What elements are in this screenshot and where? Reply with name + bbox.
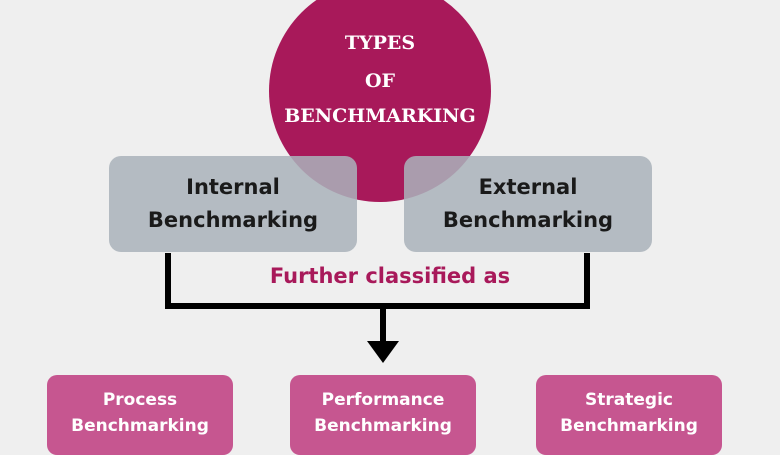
title-line-2: OF <box>364 70 396 92</box>
internal-box-line-1: Internal <box>186 175 280 199</box>
performance-benchmarking-box: Performance Benchmarking <box>290 375 476 455</box>
title-line-3: BENCHMARKING <box>284 105 476 127</box>
process-benchmarking-box: Process Benchmarking <box>47 375 233 455</box>
arrow-down-icon <box>367 341 399 363</box>
connector-label: Further classified as <box>269 264 511 288</box>
performance-box-line-1: Performance <box>321 390 445 410</box>
external-benchmarking-box: External Benchmarking <box>404 156 652 252</box>
right-connector-line <box>584 253 590 309</box>
external-box-line-1: External <box>478 175 578 199</box>
center-connector-line <box>380 303 386 343</box>
strategic-box-line-2: Benchmarking <box>560 416 698 436</box>
internal-box-line-2: Benchmarking <box>147 208 319 232</box>
strategic-benchmarking-box: Strategic Benchmarking <box>536 375 722 455</box>
process-box-line-1: Process <box>102 390 178 410</box>
horizontal-connector-line <box>165 303 590 309</box>
internal-benchmarking-box: Internal Benchmarking <box>109 156 357 252</box>
left-connector-line <box>165 253 171 309</box>
external-box-line-2: Benchmarking <box>442 208 614 232</box>
strategic-box-line-1: Strategic <box>585 390 673 410</box>
process-box-line-2: Benchmarking <box>71 416 209 436</box>
title-line-1: TYPES <box>344 32 416 54</box>
performance-box-line-2: Benchmarking <box>314 416 452 436</box>
